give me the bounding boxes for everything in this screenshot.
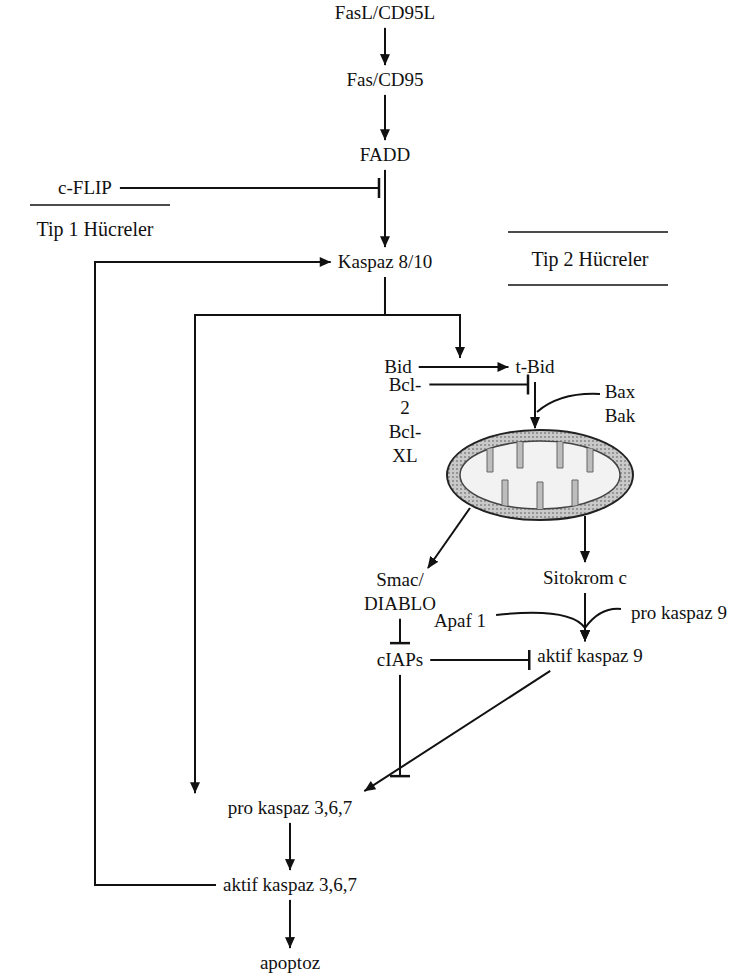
pathway-node: t-Bid (513, 355, 556, 379)
node-text: Bcl-2 Bcl-XL (389, 373, 422, 468)
merge-line (537, 394, 600, 412)
inhibition-bar (527, 375, 530, 395)
pathway-node: Smac/ DIABLO (362, 568, 438, 616)
pathway-node: pro kaspaz 3,6,7 (226, 796, 355, 820)
group-rule (508, 284, 668, 286)
pathway-node: Bcl-2 Bcl-XL (387, 373, 424, 468)
node-text: Kaspaz 8/10 (338, 250, 432, 274)
connector-line (385, 277, 460, 358)
group-label: Tip 2 Hücreler (531, 247, 648, 272)
inhibition-connector (390, 675, 410, 776)
node-text: t-Bid (515, 355, 554, 379)
arrow-head (380, 129, 390, 140)
node-text: cIAPs (377, 648, 423, 672)
node-text: Bax Bak (605, 380, 636, 428)
activation-connector (419, 362, 509, 372)
connector-line (429, 384, 528, 386)
connector-line (95, 262, 331, 885)
activation-connector (380, 95, 390, 140)
node-text: c-FLIP (58, 176, 112, 200)
arrow-head (364, 781, 376, 791)
connector-line (399, 619, 401, 643)
node-text: FasL/CD95L (335, 1, 435, 25)
arrow-head (580, 630, 590, 641)
connector-line (419, 366, 509, 368)
pathway-node: c-FLIP (56, 176, 114, 200)
pathway-node: apoptoz (258, 951, 322, 975)
node-text: Fas/CD95 (346, 68, 423, 92)
connector-line (364, 671, 550, 791)
arrow-line (428, 508, 470, 568)
arrow-head (285, 937, 295, 948)
node-text: pro kaspaz 3,6,7 (228, 796, 353, 820)
arrow-head (497, 362, 508, 372)
node-text: pro kaspaz 9 (631, 601, 727, 625)
pathway-node: Fas/CD95 (344, 68, 425, 92)
node-text: Sitokrom c (543, 566, 627, 590)
pathway-node: FADD (358, 143, 412, 167)
inhibition-bar (378, 178, 381, 198)
node-text: Smac/ DIABLO (364, 568, 436, 616)
activation-connector (580, 593, 590, 641)
inhibition-connector (390, 619, 410, 643)
activation-connector (496, 613, 590, 641)
activation-connector (190, 277, 385, 793)
activation-connector (580, 609, 621, 641)
inhibition-bar (390, 642, 410, 645)
inhibition-connector (429, 375, 528, 395)
node-text: FADD (360, 143, 410, 167)
inhibition-connector (120, 178, 379, 198)
inhibition-connector (430, 650, 529, 670)
connector-line (195, 277, 385, 793)
arrow-head (580, 630, 590, 641)
pathway-node: aktif kaspaz 3,6,7 (221, 873, 359, 897)
arrow-head (580, 630, 590, 641)
arrow-head (190, 782, 200, 793)
activation-connector (380, 170, 390, 247)
node-text: aktif kaspaz 3,6,7 (223, 873, 357, 897)
node-text: Apaf 1 (434, 609, 486, 633)
activation-connector (95, 257, 331, 885)
node-text: aktif kaspaz 9 (537, 644, 643, 668)
arrow-line (584, 516, 586, 562)
pathway-node: pro kaspaz 9 (629, 601, 729, 625)
pathway-node: cIAPs (375, 648, 425, 672)
group-rule (30, 204, 170, 206)
node-text: apoptoz (260, 951, 320, 975)
activation-connector (364, 671, 550, 791)
pathway-node: Bax Bak (603, 380, 638, 428)
arrow-head (380, 54, 390, 65)
arrow-head (455, 347, 465, 358)
pathway-node: Apaf 1 (432, 609, 488, 633)
connector-line (430, 659, 529, 661)
mitochondrion (447, 430, 633, 520)
arrow-line (534, 382, 536, 428)
activation-connector (385, 277, 465, 358)
arrow-head (380, 236, 390, 247)
inhibition-bar (528, 650, 531, 670)
inhibition-bar (390, 775, 410, 778)
pathway-node: aktif kaspaz 9 (535, 644, 645, 668)
connector-line (496, 613, 585, 641)
activation-connector (380, 28, 390, 65)
pathway-node: Kaspaz 8/10 (336, 250, 434, 274)
activation-connector (285, 823, 295, 870)
arrow-head (320, 257, 331, 267)
activation-connector (285, 900, 295, 948)
connector-line (120, 187, 379, 189)
connector-line (384, 170, 386, 247)
group-rule (508, 231, 668, 233)
arrow-head (285, 859, 295, 870)
connector-line (399, 675, 401, 776)
group-label: Tip 1 Hücreler (36, 217, 153, 242)
pathway-node: Sitokrom c (541, 566, 629, 590)
connector-line (585, 609, 621, 641)
pathway-node: FasL/CD95L (333, 1, 437, 25)
